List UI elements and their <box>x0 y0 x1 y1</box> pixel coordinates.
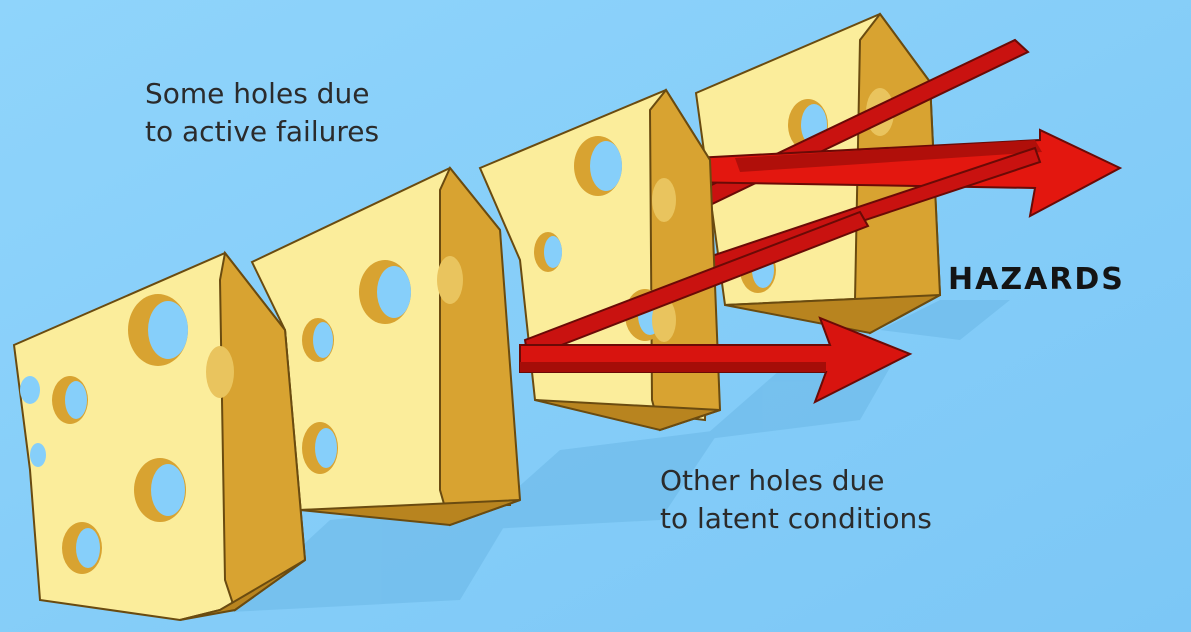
latent-conditions-line-1: Other holes due <box>660 464 885 497</box>
active-failures-line-2: to active failures <box>145 115 380 148</box>
lower-hazard-arrow <box>519 210 913 405</box>
latent-conditions-line-2: to latent conditions <box>660 502 932 535</box>
hazards-label: HAZARDS <box>948 262 1125 297</box>
active-failures-line-1: Some holes due <box>145 77 370 110</box>
active-failures-label: Some holes due to active failures <box>145 75 379 151</box>
slice-1 <box>12 250 307 622</box>
slice-2 <box>250 166 522 527</box>
latent-conditions-label: Other holes due to latent conditions <box>660 462 932 538</box>
